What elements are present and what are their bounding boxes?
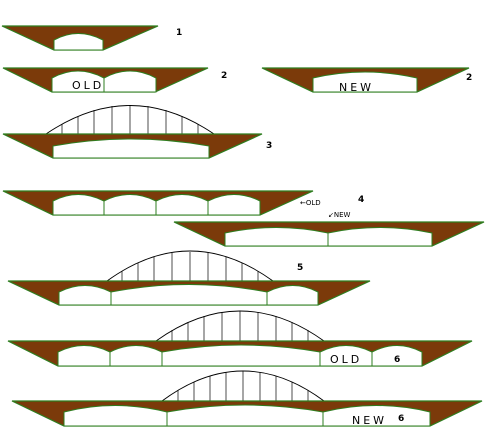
arch-span [312, 71, 418, 93]
arch-span [58, 285, 112, 306]
new-label: NEW [339, 81, 374, 94]
arch-span [266, 285, 319, 306]
arch-span [63, 405, 168, 427]
stage-6-old: OLD 6 [7, 310, 473, 367]
arch-span [52, 194, 105, 216]
stage-1: 1 [1, 25, 182, 51]
stage-number: 1 [176, 28, 182, 38]
new-pointer-label: ↙NEW [328, 211, 351, 219]
arch-span [155, 194, 209, 216]
stage-2-new: NEW 2 [261, 67, 472, 94]
arch-span [52, 138, 210, 159]
arch-span [161, 344, 321, 367]
arch-span [371, 345, 423, 367]
stage-number: 2 [466, 73, 472, 83]
arch-span [53, 33, 104, 51]
tied-arch [106, 250, 274, 282]
stage-3: 3 [2, 105, 272, 159]
old-pointer-label: ←OLD [300, 199, 321, 207]
arch-hangers [171, 311, 309, 341]
arch-hangers [121, 252, 259, 281]
arch-span [109, 345, 163, 367]
arch-span [103, 194, 157, 216]
stage-number: 6 [398, 414, 404, 424]
old-label: OLD [330, 353, 362, 366]
arch-span [57, 345, 111, 367]
arch-span [327, 227, 433, 247]
old-label: OLD [72, 79, 104, 92]
arch-span [207, 194, 261, 216]
stage-4-new: ↙NEW [173, 211, 485, 247]
arch-span [224, 227, 329, 247]
arch-hangers [61, 105, 199, 134]
stage-number: 6 [394, 355, 400, 365]
arch-span [103, 70, 157, 93]
arch-hangers [177, 371, 309, 401]
arch-span [322, 405, 431, 427]
new-label: NEW [352, 414, 387, 427]
stage-4-old: ←OLD 4 [2, 190, 364, 216]
stage-number: 3 [266, 141, 272, 151]
stage-number: 2 [221, 71, 227, 81]
stage-5: 5 [7, 250, 371, 306]
stage-number: 4 [358, 195, 364, 205]
arch-span [166, 404, 324, 427]
stage-6-new: NEW 6 [11, 370, 483, 427]
stage-2-old: OLD 2 [2, 67, 227, 93]
stage-number: 5 [297, 263, 303, 273]
